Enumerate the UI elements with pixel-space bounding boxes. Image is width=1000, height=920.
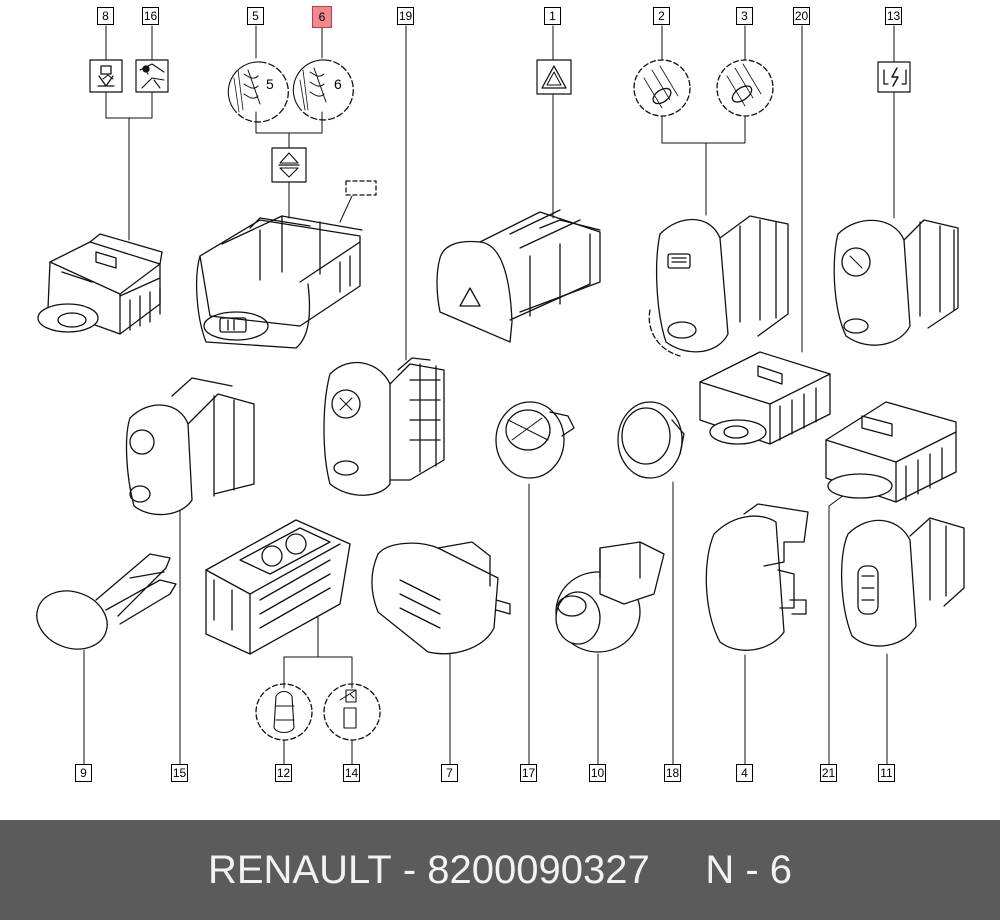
part-hazard-switch-1[interactable] — [437, 210, 600, 342]
callout-18[interactable]: 18 — [664, 764, 681, 782]
part-rocker-switch-8-16[interactable] — [38, 234, 162, 334]
footer-part-number: 8200090327 — [427, 847, 650, 892]
callout-15[interactable]: 15 — [171, 764, 188, 782]
module-placeholder-icon — [345, 180, 377, 196]
inset-detail-3 — [716, 59, 774, 117]
callout-8[interactable]: 8 — [97, 7, 114, 25]
footer-position: N - 6 — [705, 847, 793, 892]
callout-19[interactable]: 19 — [397, 7, 414, 25]
callout-14[interactable]: 14 — [343, 764, 360, 782]
part-round-knob-17[interactable] — [496, 402, 574, 478]
part-window-switch-5-6[interactable] — [197, 216, 362, 348]
inset-detail-2 — [633, 59, 691, 117]
footer-space-2 — [416, 848, 427, 893]
callout-1[interactable]: 1 — [544, 7, 561, 25]
callout-6-highlighted[interactable]: 6 — [312, 6, 332, 28]
power-socket-icon — [877, 61, 911, 93]
part-rotary-knob-10[interactable] — [556, 542, 664, 652]
warning-triangle-icon — [536, 59, 572, 95]
callout-20[interactable]: 20 — [793, 7, 810, 25]
callout-10[interactable]: 10 — [589, 764, 606, 782]
callout-21[interactable]: 21 — [820, 764, 837, 782]
part-wedge-housing-7[interactable] — [372, 542, 510, 654]
parts-diagram: 5 6 8 16 5 6 19 1 2 3 20 13 9 15 12 14 7… — [0, 6, 1000, 782]
diagram-svg — [0, 25, 1000, 765]
callout-13[interactable]: 13 — [885, 7, 902, 25]
callout-17[interactable]: 17 — [520, 764, 537, 782]
footer-brand: RENAULT — [207, 847, 392, 892]
seat-belt-icon — [89, 59, 123, 93]
part-rear-window-switch-2-3[interactable] — [649, 216, 788, 356]
footer-separator: - — [402, 847, 417, 892]
part-retaining-pin-9[interactable] — [29, 554, 176, 659]
callout-11[interactable]: 11 — [878, 764, 895, 782]
part-switch-cover-4[interactable] — [706, 504, 808, 650]
part-dome-switch-19[interactable] — [324, 358, 444, 495]
inset-label-5: 5 — [266, 76, 274, 92]
callout-12[interactable]: 12 — [275, 764, 292, 782]
inset-label-6: 6 — [334, 76, 342, 92]
car-door-icon — [135, 59, 169, 93]
leader-lines — [83, 25, 895, 765]
part-footer-bar: RENAULT - 8200090327 N - 6 — [0, 820, 1000, 920]
callout-5[interactable]: 5 — [247, 7, 264, 25]
inset-detail-5 — [227, 61, 289, 123]
child-lock-icon — [323, 683, 381, 741]
car-top-view-icon — [255, 683, 313, 741]
callout-2[interactable]: 2 — [653, 7, 670, 25]
part-socket-switch-13[interactable] — [834, 220, 958, 345]
callout-9[interactable]: 9 — [75, 764, 92, 782]
part-round-cap-18[interactable] — [618, 402, 684, 478]
part-vertical-switch-11[interactable] — [842, 518, 964, 646]
callout-16[interactable]: 16 — [142, 7, 159, 25]
footer-gap — [650, 848, 706, 893]
part-door-switch-12-14[interactable] — [206, 520, 350, 654]
footer-space-1 — [392, 848, 403, 893]
part-dome-switch-15[interactable] — [127, 378, 254, 515]
part-rocker-switch-20[interactable] — [700, 352, 830, 444]
callout-4[interactable]: 4 — [736, 764, 753, 782]
callout-3[interactable]: 3 — [736, 7, 753, 25]
inset-detail-6 — [292, 59, 354, 121]
window-up-down-icon — [271, 147, 307, 183]
callout-7[interactable]: 7 — [441, 764, 458, 782]
part-rocker-switch-21[interactable] — [826, 402, 956, 502]
